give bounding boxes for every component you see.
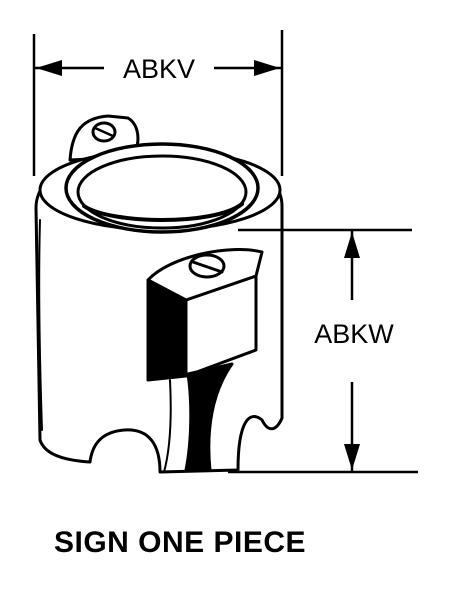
sign-body: [34, 114, 284, 474]
tab-screw-slot: [191, 260, 224, 274]
rear-lug-screw-slot: [93, 126, 115, 138]
cylinder-shading: [38, 219, 43, 431]
collar-inner-bore: [76, 154, 248, 230]
width-dimension: [32, 30, 284, 176]
width-arrow-left: [36, 60, 62, 76]
height-arrow-top: [344, 232, 360, 258]
collar-inner-shadow: [82, 202, 244, 222]
slot-edge: [163, 379, 172, 473]
height-dimension-label: ABKW: [314, 319, 394, 349]
height-dimension: [228, 228, 418, 474]
figure-caption: SIGN ONE PIECE: [54, 526, 307, 559]
height-arrow-bottom: [344, 444, 360, 470]
width-arrow-right: [254, 60, 280, 76]
width-dimension-label: ABKV: [123, 54, 195, 84]
body-slot: [184, 362, 234, 472]
